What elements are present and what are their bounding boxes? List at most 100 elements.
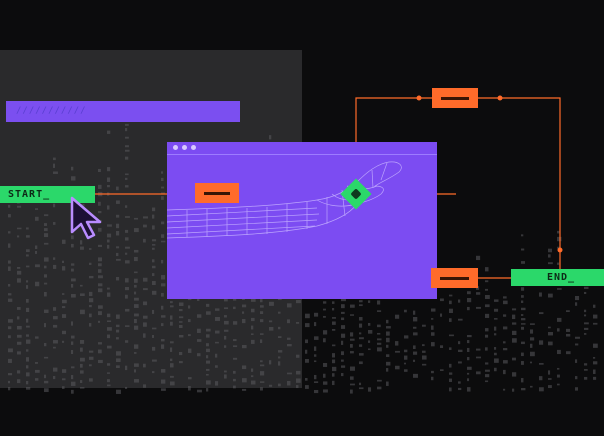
glitch-mark [89,313,92,318]
glitch-mark [26,249,30,253]
glitch-mark [44,309,49,313]
glitch-mark [404,309,407,313]
glitch-mark [449,300,452,305]
glitch-mark [8,293,12,296]
glitch-mark [458,361,462,364]
glitch-mark [8,298,13,302]
glitch-mark [584,286,589,289]
glitch-mark [404,335,409,339]
glitch-mark [125,340,129,343]
glitch-mark [359,304,363,307]
glitch-mark [116,329,120,333]
glitch-mark [566,310,570,312]
glitch-mark [449,294,453,297]
glitch-mark [215,308,220,311]
glitch-mark [17,235,20,238]
glitch-mark [476,255,481,261]
glitch-mark [215,330,220,334]
glitch-mark [17,379,21,384]
glitch-mark [584,376,588,380]
glitch-mark [593,304,596,308]
glitch-mark [26,227,29,230]
glitch-mark [314,336,319,340]
glitch-mark [44,343,47,347]
glitch-mark [134,369,137,373]
glitch-mark [62,299,67,304]
glitch-mark [332,344,336,347]
process-node-1[interactable] [195,183,239,203]
glitch-mark [530,337,535,341]
glitch-mark [575,376,578,380]
glitch-mark [467,366,472,370]
glitch-mark [170,341,174,344]
glitch-mark [8,260,11,264]
glitch-mark [593,369,596,374]
glitch-mark [143,322,147,327]
glitch-mark [458,349,463,352]
glitch-mark [98,305,103,309]
glitch-mark [233,370,236,374]
glitch-mark [44,291,47,297]
glitch-mark [557,236,562,242]
glitch-mark [521,248,525,251]
glitch-mark [350,304,355,308]
preview-window [167,142,437,299]
glitch-mark [152,214,155,219]
glitch-mark [584,314,587,317]
glitch-mark [107,233,112,238]
glitch-mark [170,375,174,378]
glitch-mark [134,313,139,317]
glitch-mark [251,380,256,385]
glitch-mark [584,309,587,313]
glitch-mark [377,324,381,328]
glitch-mark [242,345,247,349]
glitch-mark [485,374,490,378]
glitch-mark [179,309,183,312]
glitch-mark [530,323,535,325]
process-node-bar [203,191,231,195]
glitch-mark [125,386,128,389]
glitch-mark [125,287,129,291]
process-node-2[interactable] [432,88,478,108]
glitch-mark [377,347,382,352]
glitch-mark [503,314,507,317]
glitch-mark [377,338,382,341]
glitch-mark [269,327,274,331]
glitch-mark [206,388,209,392]
end-node[interactable]: END_ [511,269,604,286]
glitch-mark [44,228,48,232]
glitch-mark [8,348,13,353]
glitch-mark [125,237,129,241]
process-node-3[interactable] [431,268,478,288]
glitch-mark [62,266,66,271]
glitch-mark [467,334,472,338]
glitch-mark [206,311,211,315]
glitch-mark [458,381,461,384]
glitch-mark [368,323,371,326]
glitch-mark [422,363,427,366]
glitch-mark [359,353,364,356]
glitch-mark [557,383,560,386]
glitch-mark [404,349,408,353]
glitch-mark [332,373,335,377]
glitch-mark [404,369,408,372]
glitch-mark [305,349,308,354]
glitch-mark [467,387,471,392]
glitch-mark [530,351,535,357]
glitch-mark [26,298,29,303]
glitch-mark [350,389,353,394]
glitch-mark [170,321,173,326]
glitch-mark [98,311,102,316]
glitch-mark [224,345,227,348]
glitch-mark [134,228,139,233]
glitch-mark [395,314,400,319]
glitch-mark [89,262,92,265]
glitch-mark [152,371,155,374]
glitch-mark [170,363,174,368]
glitch-mark [413,310,416,315]
glitch-mark [521,388,526,391]
glitch-mark [89,275,94,279]
glitch-mark [323,330,328,335]
glitch-mark [26,325,30,328]
glitch-mark [206,334,210,338]
